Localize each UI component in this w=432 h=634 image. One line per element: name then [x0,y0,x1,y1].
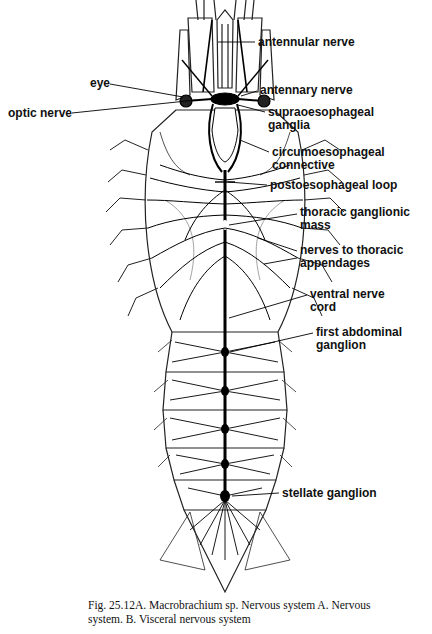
part-label: circumoesophageal connective [272,146,402,172]
part-label: thoracic ganglionic mass [300,206,410,232]
part-label: eye [90,77,110,90]
nervous-system [147,20,303,560]
part-label: antennary nerve [260,84,353,97]
part-label: first abdominal ganglion [316,326,416,352]
part-label: postoesophageal loop [270,179,397,192]
part-label: supraoesophageal ganglia [268,106,386,132]
part-label: optic nerve [8,107,72,120]
part-label: stellate ganglion [282,487,377,500]
part-label: nerves to thoracic appendages [300,244,420,270]
part-label: antennular nerve [258,36,355,49]
figure-caption: Fig. 25.12A. Macrobrachium sp. Nervous s… [88,598,378,626]
part-label: ventral nerve cord [310,288,390,314]
antennae [176,0,274,100]
